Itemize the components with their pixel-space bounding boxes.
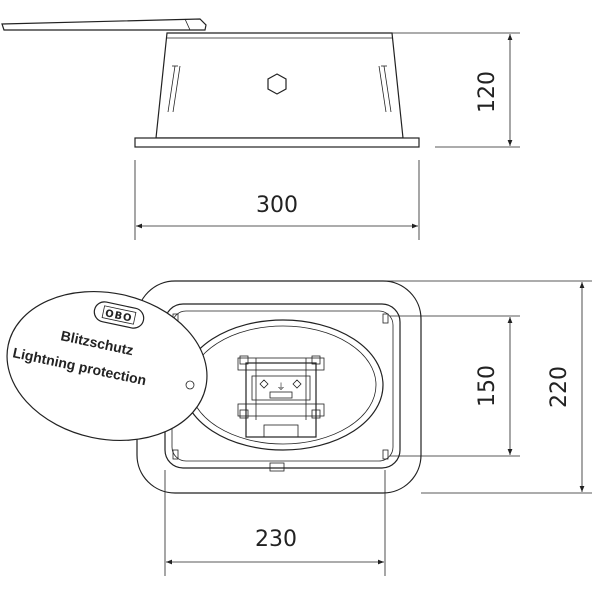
side-clips	[167, 65, 392, 113]
dim-230-label: 230	[255, 527, 297, 552]
dim-150-label: 150	[475, 365, 500, 407]
dim-outer-height-top: 220	[385, 280, 592, 494]
ground-symbol-icon: ⏚	[276, 382, 285, 393]
side-flange	[134, 137, 420, 148]
hinge-tab	[269, 462, 285, 472]
hex-nut-icon	[267, 73, 287, 95]
open-cover: OBO Blitzschutz Lightning protection	[6, 290, 208, 442]
side-view: 120 300	[1, 18, 520, 240]
dim-220-label: 220	[547, 366, 572, 408]
dim-height-side: 120	[392, 32, 520, 148]
dim-inner-height-top: 150	[390, 315, 520, 457]
side-housing	[155, 32, 404, 139]
lid-screw-hole	[185, 380, 195, 390]
dim-300-label: 300	[256, 193, 298, 218]
dim-width-side: 300	[134, 160, 420, 240]
dim-width-top: 230	[164, 470, 386, 576]
terminal-block: ⏚	[237, 355, 325, 438]
side-lid	[1, 18, 207, 31]
obo-logo	[93, 301, 145, 329]
top-view: ⏚ OBO Blitzschutz Lightning protection 1…	[6, 280, 592, 576]
dim-120-label: 120	[475, 71, 500, 113]
